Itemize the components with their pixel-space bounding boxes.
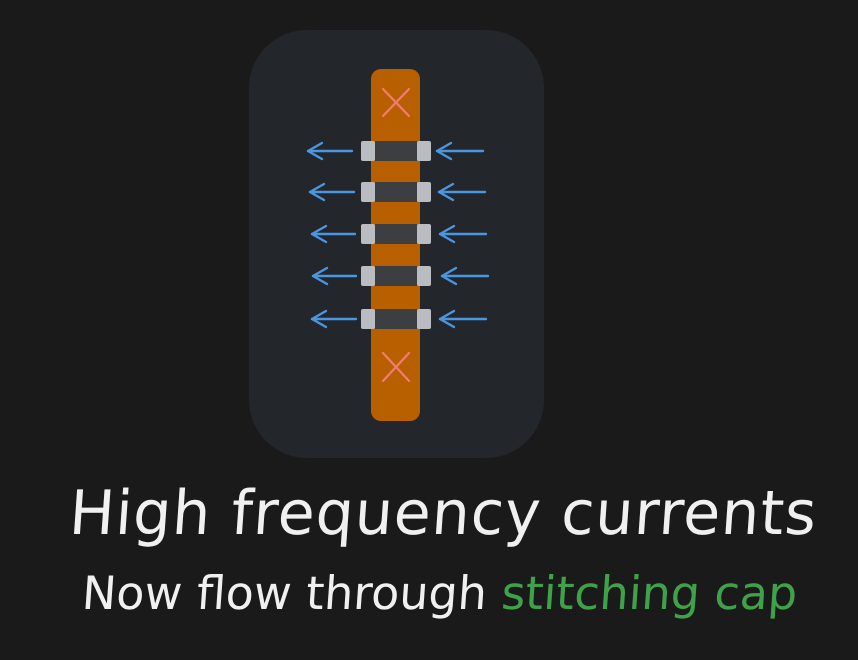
caption-highlight: stitching cap — [499, 566, 800, 620]
left-arrow-icon — [438, 224, 488, 244]
stitching-cap-5 — [361, 309, 431, 329]
left-arrow-icon — [311, 266, 358, 286]
caption-line-2-prefix: Now flow through — [80, 566, 489, 620]
stitching-cap-2 — [361, 182, 431, 202]
left-arrow-icon — [310, 224, 357, 244]
left-arrow-icon — [437, 182, 487, 202]
left-arrow-icon — [438, 309, 488, 329]
left-arrow-icon — [310, 309, 358, 329]
left-arrow-icon — [308, 182, 356, 202]
top-x-mark-icon — [381, 87, 411, 118]
stitching-cap-1 — [361, 141, 431, 161]
left-arrow-icon — [435, 141, 485, 161]
left-arrow-icon — [440, 266, 490, 286]
caption-line-2: Now flow through stitching cap — [80, 566, 799, 620]
stitching-cap-diagram — [249, 30, 544, 458]
bottom-x-mark-icon — [381, 351, 411, 383]
stitching-cap-3 — [361, 224, 431, 244]
stitching-cap-4 — [361, 266, 431, 286]
left-arrow-icon — [306, 141, 354, 161]
caption-line-1: High frequency currents — [67, 478, 820, 550]
